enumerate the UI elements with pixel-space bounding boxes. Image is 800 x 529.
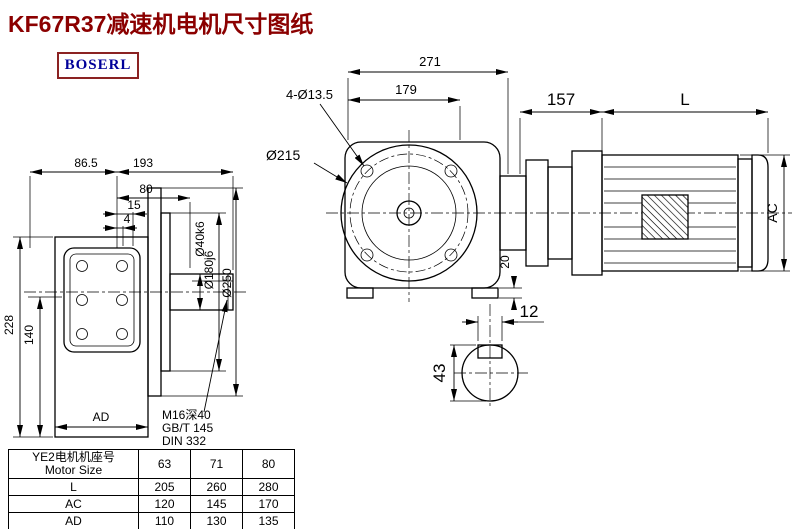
row-label-AD: AD: [8, 512, 139, 529]
table-row-AC: AC 120 145 170: [8, 495, 295, 513]
value-AD-80: 135: [242, 512, 295, 529]
dim-length-l-label: L: [680, 90, 689, 109]
value-AD-71: 130: [190, 512, 243, 529]
page-title: KF67R37减速机电机尺寸图纸: [8, 11, 314, 37]
dim-d215-label: Ø215: [266, 147, 300, 163]
value-L-63: 205: [138, 478, 191, 496]
value-AC-63: 120: [138, 495, 191, 513]
terminal-box: [641, 194, 689, 240]
dim-ad-label: AD: [93, 410, 110, 424]
table-frame-size-63: 63: [138, 449, 191, 479]
table-frame-size-71: 71: [190, 449, 243, 479]
dim-15-label: 15: [127, 198, 141, 212]
dim-spigot-d180-label: Ø180j6: [202, 250, 216, 289]
table-header-row: YE2电机机座号 Motor Size 63 71 80: [8, 449, 295, 479]
dim-4-label: 4: [124, 212, 131, 226]
dim-shaft-d40-label: Ø40k6: [193, 221, 207, 257]
dim-key-width-12-label: 12: [520, 302, 539, 321]
table-row-L: L 205 260 280: [8, 478, 295, 496]
dim-key-height-43-label: 43: [430, 364, 449, 383]
front-view-drawing: 271 179 4-Ø13.5 Ø215 20: [266, 54, 792, 310]
note-gbt-label: GB/T 145: [162, 421, 213, 435]
value-L-71: 260: [190, 478, 243, 496]
motor-side-drawing: 157 L AC: [499, 90, 790, 276]
value-AD-63: 110: [138, 512, 191, 529]
dim-271-label: 271: [419, 54, 441, 69]
dim-86-5-label: 86.5: [74, 156, 98, 170]
table-row-AD: AD 110 130 135: [8, 512, 295, 529]
dim-179-label: 179: [395, 82, 417, 97]
motor-size-table: YE2电机机座号 Motor Size 63 71 80 L 205 260 2…: [8, 449, 295, 529]
shaft-section-drawing: 12 43: [430, 302, 544, 408]
dim-flange-d250-label: Ø250: [220, 268, 234, 298]
row-label-AC: AC: [8, 495, 139, 513]
value-L-80: 280: [242, 478, 295, 496]
dim-bolt-holes-label: 4-Ø13.5: [286, 87, 333, 102]
side-view-drawing: 86.5 193 80 15 4 228 140 AD Ø40k6 Ø180j6…: [2, 156, 246, 448]
value-AC-71: 145: [190, 495, 243, 513]
table-header-cn: YE2电机机座号: [32, 450, 115, 464]
brand-logo: BOSERL: [57, 52, 139, 79]
dim-228-label: 228: [2, 315, 16, 335]
note-m16-label: M16深40: [162, 408, 211, 422]
dim-140-label: 140: [22, 325, 36, 345]
row-label-L: L: [8, 478, 139, 496]
table-frame-size-80: 80: [242, 449, 295, 479]
dim-193-label: 193: [133, 156, 153, 170]
table-header-motor-size: YE2电机机座号 Motor Size: [8, 449, 139, 479]
dim-foot-20-label: 20: [498, 255, 512, 269]
dim-ac-label: AC: [764, 203, 780, 222]
dim-157-label: 157: [547, 90, 575, 109]
brand-logo-text: BOSERL: [64, 57, 132, 73]
note-din-label: DIN 332: [162, 434, 206, 448]
table-header-en: Motor Size: [44, 463, 103, 477]
keyway: [477, 344, 503, 359]
dim-80-label: 80: [139, 182, 153, 196]
value-AC-80: 170: [242, 495, 295, 513]
